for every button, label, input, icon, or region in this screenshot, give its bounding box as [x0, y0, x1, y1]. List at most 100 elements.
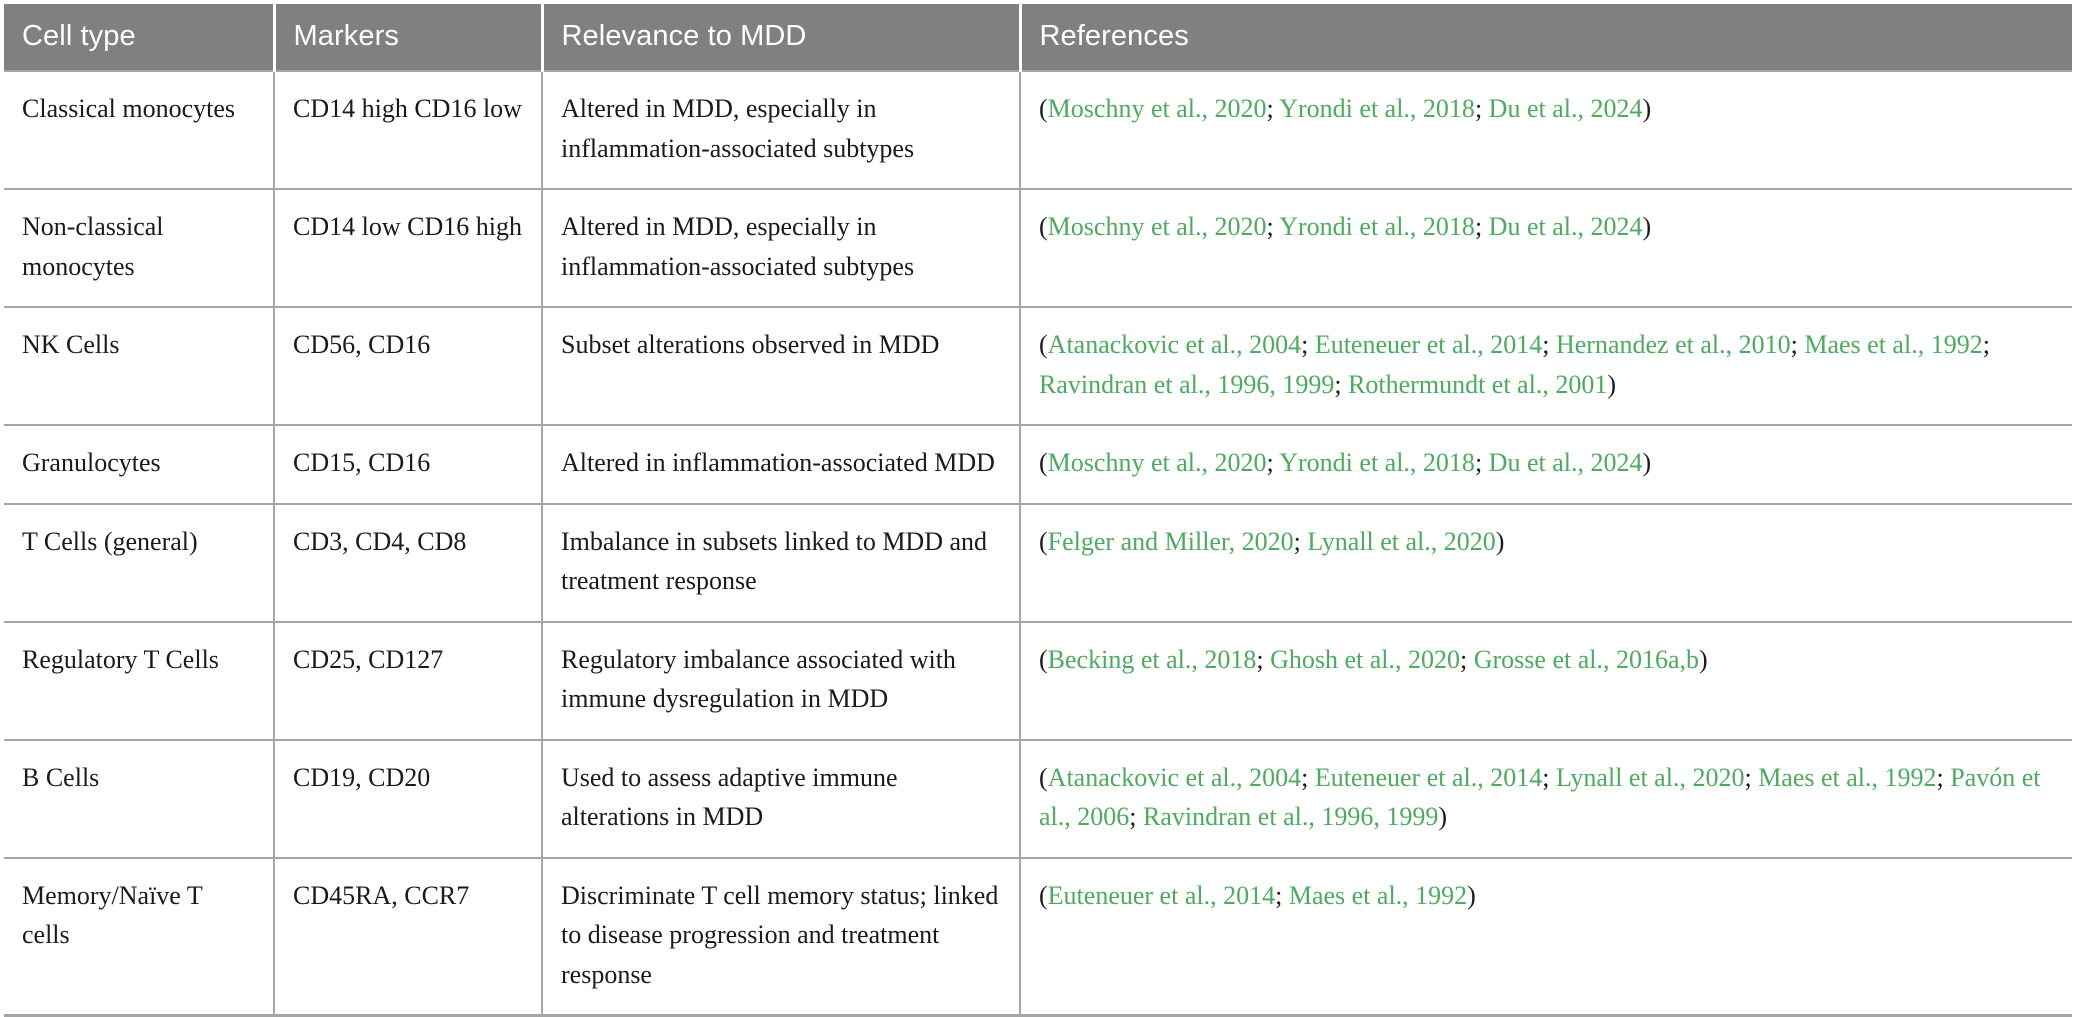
- citation-link[interactable]: Euteneuer et al., 2014: [1314, 330, 1543, 360]
- cell-type-cell-text: NK Cells: [22, 330, 120, 360]
- citation-link[interactable]: Ravindran et al., 1996, 1999: [1143, 802, 1439, 832]
- table-row: NK Cells CD56, CD16 Subset alterations obs…: [4, 306, 2072, 426]
- citation-link[interactable]: Ravindran et al., 1996, 1999: [1039, 369, 1335, 399]
- citation-link[interactable]: Atanackovic et al., 2004: [1047, 330, 1302, 360]
- citation-link[interactable]: Becking et al., 2018: [1047, 644, 1257, 674]
- relevance-cell: Regulatory imbalance associated with imm…: [542, 620, 1021, 740]
- cell-type-cell: B Cells: [4, 738, 275, 858]
- cell-type-cell-text: B Cells: [22, 762, 100, 792]
- reference-punctuation: ;: [1256, 644, 1271, 674]
- references-text: (Moschny et al., 2020; Yrondi et al., 20…: [1039, 207, 2054, 247]
- markers-cell: CD56, CD16: [274, 306, 543, 426]
- citation-link[interactable]: Du et al., 2024: [1488, 448, 1643, 478]
- citation-link[interactable]: Yrondi et al., 2018: [1279, 448, 1475, 478]
- citation-link[interactable]: Euteneuer et al., 2014: [1314, 762, 1543, 792]
- markers-cell: CD19, CD20: [274, 738, 543, 858]
- references-text: (Felger and Miller, 2020; Lynall et al.,…: [1039, 522, 2054, 562]
- reference-punctuation: ): [1495, 526, 1505, 556]
- reference-punctuation: ;: [1460, 644, 1474, 674]
- reference-punctuation: ;: [1790, 330, 1805, 360]
- relevance-cell: Altered in MDD, especially in inflammati…: [542, 69, 1021, 190]
- reference-punctuation: ;: [1301, 330, 1315, 360]
- citation-link[interactable]: Felger and Miller, 2020: [1047, 526, 1294, 556]
- citation-link[interactable]: Atanackovic et al., 2004: [1047, 762, 1302, 792]
- citation-link[interactable]: Moschny et al., 2020: [1047, 94, 1267, 123]
- column-header-markers: Markers: [274, 4, 544, 71]
- markers-cell: CD45RA, CCR7: [274, 856, 543, 1017]
- relevance-cell: Altered in inflammation-associated MDD: [542, 424, 1021, 504]
- citation-link[interactable]: Moschny et al., 2020: [1047, 212, 1267, 242]
- references-text: (Moschny et al., 2020; Yrondi et al., 20…: [1039, 89, 2054, 129]
- markers-cell-text: CD14 high CD16 low: [293, 94, 522, 123]
- citation-link[interactable]: Moschny et al., 2020: [1047, 448, 1267, 478]
- citation-link[interactable]: Du et al., 2024: [1488, 212, 1643, 242]
- markers-cell-text: CD14 low CD16 high: [293, 212, 522, 242]
- relevance-cell-text: Regulatory imbalance associated with imm…: [561, 644, 956, 714]
- relevance-cell-text: Altered in inflammation-associated MDD: [561, 448, 995, 478]
- reference-punctuation: (: [1039, 448, 1048, 478]
- cell-type-cell: Granulocytes: [4, 424, 275, 504]
- reference-punctuation: ;: [1982, 330, 1990, 360]
- references-cell: (Becking et al., 2018; Ghosh et al., 202…: [1020, 620, 2072, 740]
- citation-link[interactable]: Euteneuer et al., 2014: [1047, 880, 1276, 910]
- references-text: (Euteneuer et al., 2014; Maes et al., 19…: [1039, 876, 2054, 916]
- citation-link[interactable]: Ghosh et al., 2020: [1270, 644, 1461, 674]
- references-text: (Atanackovic et al., 2004; Euteneuer et …: [1039, 325, 2054, 404]
- reference-punctuation: (: [1039, 644, 1048, 674]
- cell-type-cell: Memory/Naïve T cells: [4, 856, 275, 1017]
- citation-link[interactable]: Rothermundt et al., 2001: [1348, 369, 1608, 399]
- relevance-cell: Discriminate T cell memory status; linke…: [542, 856, 1021, 1017]
- references-cell: (Atanackovic et al., 2004; Euteneuer et …: [1020, 306, 2072, 426]
- reference-punctuation: ): [1607, 369, 1616, 399]
- citation-link[interactable]: Yrondi et al., 2018: [1279, 94, 1475, 123]
- citation-link[interactable]: Du et al., 2024: [1488, 94, 1643, 123]
- relevance-cell: Imbalance in subsets linked to MDD and t…: [542, 502, 1021, 622]
- reference-punctuation: ): [1642, 212, 1652, 242]
- citation-link[interactable]: Hernandez et al., 2010: [1555, 330, 1791, 360]
- citation-link[interactable]: Maes et al., 1992: [1804, 330, 1983, 360]
- citation-link[interactable]: Lynall et al., 2020: [1555, 762, 1745, 792]
- cell-type-markers-table: Cell type Markers Relevance to MDD Refer…: [4, 4, 2072, 1017]
- references-cell: (Moschny et al., 2020; Yrondi et al., 20…: [1020, 424, 2072, 504]
- cell-type-cell-text: Non-classical monocytes: [22, 212, 164, 281]
- table-row: Granulocytes CD15, CD16 Altered in inflamm…: [4, 424, 2072, 504]
- reference-punctuation: ): [1699, 644, 1708, 674]
- references-cell: (Moschny et al., 2020; Yrondi et al., 20…: [1020, 188, 2072, 308]
- citation-link[interactable]: Yrondi et al., 2018: [1279, 212, 1475, 242]
- reference-punctuation: (: [1039, 526, 1048, 556]
- reference-punctuation: ;: [1266, 212, 1280, 242]
- cell-type-cell-text: Granulocytes: [22, 448, 161, 478]
- markers-cell: CD14 high CD16 low: [274, 69, 543, 190]
- references-text: (Becking et al., 2018; Ghosh et al., 202…: [1039, 640, 2054, 680]
- reference-punctuation: ;: [1474, 448, 1489, 478]
- citation-link[interactable]: Maes et al., 1992: [1758, 762, 1937, 792]
- references-text: (Moschny et al., 2020; Yrondi et al., 20…: [1039, 443, 2054, 483]
- references-cell: (Moschny et al., 2020; Yrondi et al., 20…: [1020, 69, 2072, 190]
- relevance-cell: Altered in MDD, especially in inflammati…: [542, 188, 1021, 308]
- relevance-cell-text: Imbalance in subsets linked to MDD and t…: [561, 526, 988, 596]
- citation-link[interactable]: Pavón et al., 2006: [1039, 762, 2041, 832]
- markers-cell: CD15, CD16: [274, 424, 543, 504]
- citation-link[interactable]: Maes et al., 1992: [1288, 880, 1468, 910]
- markers-cell-text: CD15, CD16: [293, 448, 431, 478]
- references-cell: (Euteneuer et al., 2014; Maes et al., 19…: [1020, 856, 2072, 1017]
- reference-punctuation: ): [1438, 802, 1448, 832]
- table-row: Non-classical monocytes CD14 low CD16 hig…: [4, 188, 2072, 308]
- markers-cell: CD14 low CD16 high: [274, 188, 543, 308]
- reference-punctuation: ;: [1266, 448, 1280, 478]
- markers-cell: CD25, CD127: [274, 620, 543, 740]
- references-text: (Atanackovic et al., 2004; Euteneuer et …: [1039, 758, 2054, 837]
- reference-punctuation: ;: [1275, 880, 1289, 910]
- references-cell: (Atanackovic et al., 2004; Euteneuer et …: [1020, 738, 2072, 858]
- citation-link[interactable]: Lynall et al., 2020: [1307, 526, 1496, 556]
- relevance-cell-text: Subset alterations observed in MDD: [561, 330, 940, 360]
- column-header-relevance: Relevance to MDD: [542, 4, 1022, 71]
- citation-link[interactable]: Grosse et al., 2016a,b: [1473, 644, 1700, 674]
- reference-punctuation: ;: [1744, 762, 1759, 792]
